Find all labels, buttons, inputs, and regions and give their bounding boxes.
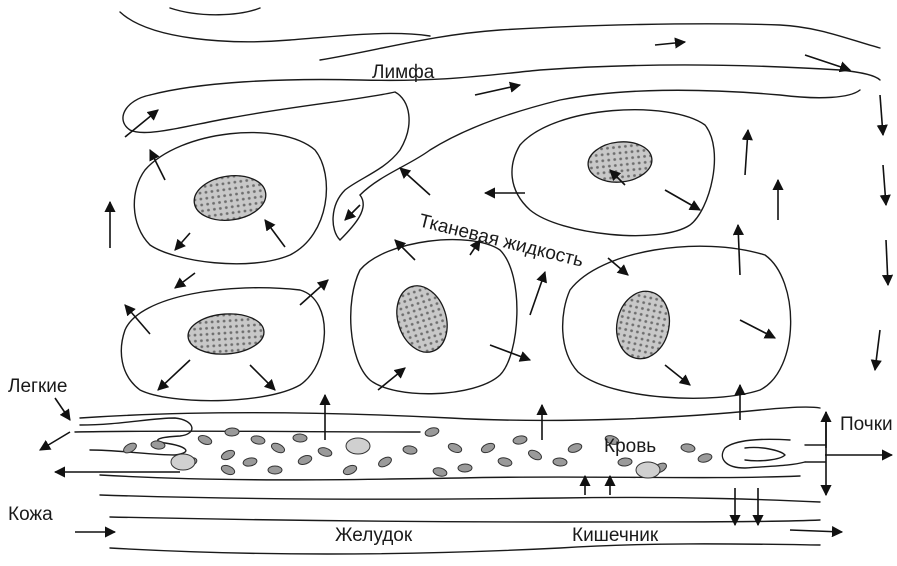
label-blood: Кровь <box>604 436 656 457</box>
blood-cell <box>567 442 583 454</box>
blood-cell <box>270 441 286 454</box>
label-stomach: Желудок <box>335 525 413 546</box>
white-blood-cell <box>171 454 195 470</box>
blood-cell <box>480 441 496 454</box>
flow-arrow <box>790 530 842 532</box>
blood-cell <box>242 457 257 468</box>
flow-arrow <box>740 320 775 338</box>
lymph-vessel-upper <box>320 24 880 60</box>
flow-arrow <box>175 273 195 288</box>
blood-cell <box>432 466 448 477</box>
stomach-wall-top <box>100 495 820 502</box>
blood-cell <box>297 454 313 466</box>
flow-arrow <box>300 280 328 305</box>
flow-arrow <box>738 225 740 275</box>
blood-cell <box>697 452 713 463</box>
blood-cell <box>220 464 236 477</box>
label-lungs: Легкие <box>8 376 67 397</box>
kidney-tube <box>805 445 825 462</box>
blood-cell <box>497 457 512 468</box>
flow-arrow <box>665 190 700 210</box>
blood-cell <box>317 446 333 458</box>
flow-arrow <box>345 205 360 220</box>
lymph-capillary-left <box>123 92 409 240</box>
flow-arrow <box>378 368 405 390</box>
label-tissue-fluid: Тканевая жидкость <box>417 210 586 271</box>
flow-arrow <box>400 168 430 195</box>
flow-arrow <box>880 95 883 135</box>
blood-cell <box>403 445 418 455</box>
flow-arrow <box>608 258 628 275</box>
flow-arrow <box>883 165 886 205</box>
blood-cell <box>512 435 527 445</box>
white-blood-cell <box>636 462 660 478</box>
flow-arrow <box>665 365 690 385</box>
label-skin: Кожа <box>8 504 53 525</box>
flow-arrow <box>475 85 520 95</box>
blood-cell <box>250 435 265 446</box>
flow-arrow <box>40 432 70 450</box>
flow-arrow <box>745 130 748 175</box>
blood-cell <box>618 457 633 466</box>
vessel-wall-bottom <box>100 475 800 480</box>
kidney-loop <box>722 439 805 468</box>
labels: Лимфа Тканевая жидкость Легкие Почки Кож… <box>8 62 893 546</box>
blood-cell <box>447 442 463 455</box>
vessel-wall-inner-top <box>75 431 420 432</box>
lymph-top-arc <box>120 12 430 42</box>
flow-arrow <box>530 272 545 315</box>
blood-cell <box>553 458 568 467</box>
label-intestine: Кишечник <box>572 525 659 546</box>
flow-arrow <box>175 233 190 250</box>
flow-arrows <box>40 42 892 532</box>
lymph-top-arc-small <box>170 8 260 15</box>
flow-arrow <box>158 360 190 390</box>
blood-cell <box>342 464 358 477</box>
blood-cell <box>424 426 440 437</box>
label-lymph: Лимфа <box>372 62 435 83</box>
cell-center <box>351 240 517 394</box>
blood-cell <box>220 448 236 461</box>
label-kidneys: Почки <box>840 414 893 435</box>
flow-arrow <box>265 220 285 247</box>
lung-loop <box>80 418 192 455</box>
flow-arrow <box>395 240 415 260</box>
vessel-wall-top <box>80 407 820 420</box>
lymph-capillary-tip <box>340 195 363 240</box>
blood-cell <box>458 464 472 472</box>
white-blood-cell <box>346 438 370 454</box>
flow-arrow <box>250 365 275 390</box>
blood-cell <box>151 440 166 450</box>
blood-cell <box>225 428 239 436</box>
blood-cell <box>197 434 213 446</box>
blood-cell <box>680 443 695 453</box>
cell-bottom-right <box>563 246 791 398</box>
blood-cell <box>377 455 393 469</box>
blood-cell <box>268 466 282 474</box>
blood-cell <box>527 448 543 461</box>
flow-arrow <box>875 330 880 370</box>
cell-top-left <box>134 133 326 264</box>
flow-arrow <box>655 42 685 45</box>
cell-bottom-left <box>121 288 324 401</box>
flow-arrow <box>55 398 70 420</box>
lymph-vessel-lower <box>150 65 880 95</box>
blood-vessel <box>75 407 825 554</box>
stomach-wall-bottom <box>110 517 820 522</box>
stomach-wall-lower <box>110 544 820 554</box>
flow-arrow <box>886 240 888 285</box>
blood-cell <box>293 434 307 443</box>
cells <box>121 110 790 401</box>
